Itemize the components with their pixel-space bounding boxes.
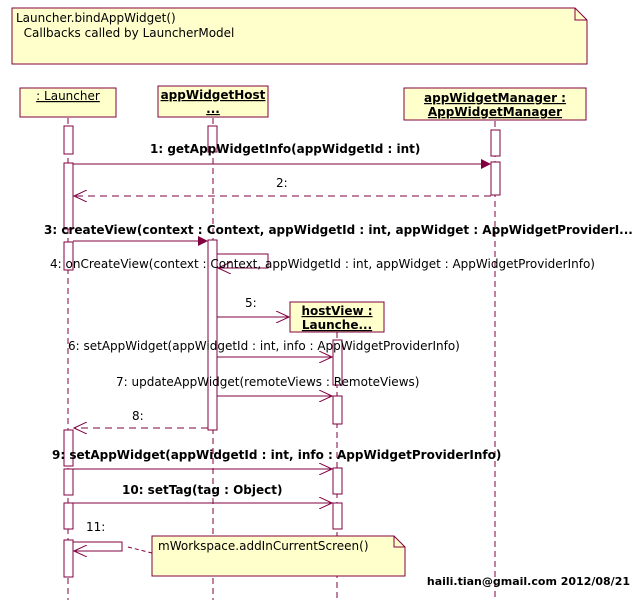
message-3[interactable]: 3: createView(context : Context, appWidg… (44, 223, 633, 246)
message-9-label: 9: setAppWidget(appWidgetId : int, info … (52, 448, 501, 462)
manager-label-line1: appWidgetManager : (424, 91, 566, 105)
lifeline-manager-head[interactable]: appWidgetManager : AppWidgetManager (403, 87, 587, 121)
hostview-label-line2: Launche... (302, 318, 372, 332)
note-top-line2: Callbacks called by LauncherModel (16, 26, 234, 40)
manager-label-line2: AppWidgetManager (428, 105, 562, 119)
hostview-label-line1: hostView : (301, 304, 372, 318)
message-11-label: 11: (86, 520, 105, 534)
message-3-label: 3: createView(context : Context, appWidg… (44, 223, 633, 237)
message-8[interactable]: 8: (74, 409, 208, 428)
host-label-line1: appWidgetHost (161, 88, 266, 102)
message-5[interactable]: 5: (217, 296, 289, 317)
message-8-label: 8: (132, 409, 144, 423)
message-7-label: 7: updateAppWidget(remoteViews : RemoteV… (116, 375, 419, 389)
note-top: Launcher.bindAppWidget() Callbacks calle… (11, 7, 588, 65)
lifelines-dashed (67, 118, 496, 600)
footer-signature: haili.tian@gmail.com 2012/08/21 (427, 575, 630, 588)
message-7[interactable]: 7: updateAppWidget(remoteViews : RemoteV… (116, 375, 419, 396)
note-bottom-text: mWorkspace.addInCurrentScreen() (158, 539, 369, 553)
message-10-label: 10: setTag(tag : Object) (122, 483, 282, 497)
message-2-label: 2: (276, 176, 288, 190)
note-top-line1: Launcher.bindAppWidget() (16, 11, 176, 25)
message-2[interactable]: 2: (74, 176, 491, 196)
launcher-label: : Launcher (36, 89, 100, 103)
message-6-label: 6: setAppWidget(appWidgetId : int, info … (68, 339, 460, 353)
lifeline-host-head[interactable]: appWidgetHost ... (157, 85, 269, 118)
message-6[interactable]: 6: setAppWidget(appWidgetId : int, info … (68, 339, 460, 357)
message-1-label: 1: getAppWidgetInfo(appWidgetId : int) (150, 142, 420, 156)
message-4[interactable]: 4: onCreateView(context : Context, appWi… (50, 253, 595, 271)
message-9[interactable]: 9: setAppWidget(appWidgetId : int, info … (52, 448, 501, 469)
message-11[interactable]: 11: (73, 520, 123, 551)
message-5-label: 5: (245, 296, 257, 310)
message-10[interactable]: 10: setTag(tag : Object) (73, 483, 332, 503)
lifeline-launcher-head[interactable]: : Launcher (19, 87, 117, 118)
message-1[interactable]: 1: getAppWidgetInfo(appWidgetId : int) (73, 142, 491, 169)
message-4-label: 4: onCreateView(context : Context, appWi… (50, 257, 595, 271)
activations (63, 125, 501, 578)
note-bottom: mWorkspace.addInCurrentScreen() (151, 535, 406, 577)
host-label-line2: ... (206, 102, 220, 116)
note-anchor-link (127, 546, 153, 554)
lifeline-hostview-head[interactable]: hostView : Launche... (289, 301, 385, 333)
